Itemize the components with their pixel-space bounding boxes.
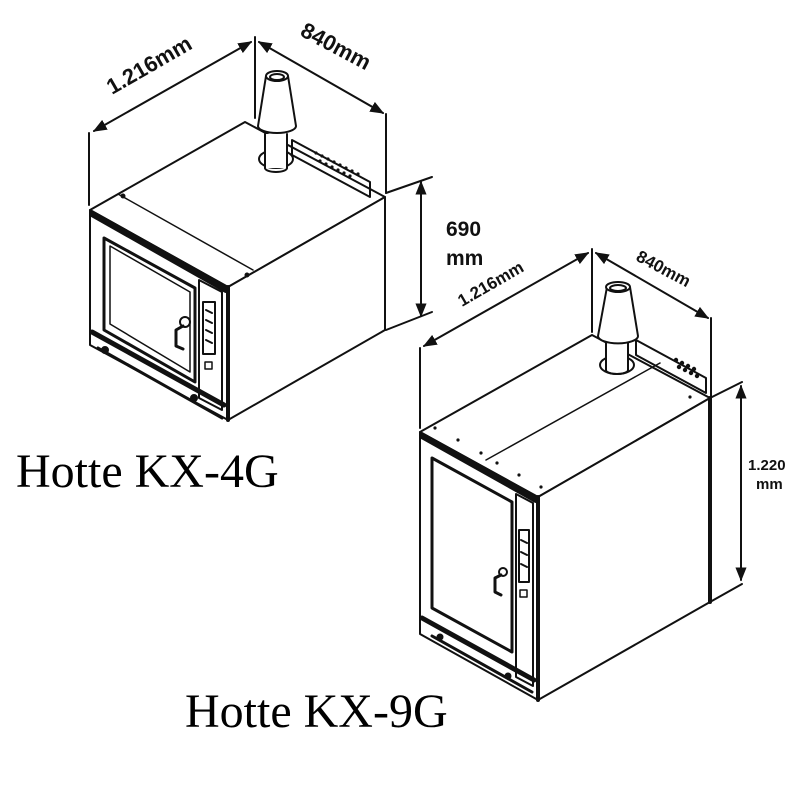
kx-9g-height-unit: mm [756,476,783,493]
kx-9g-vent-strip [635,339,707,394]
kx-4g-vent-strip [291,139,371,198]
kx-4g-dimension-lines [88,36,433,331]
kx-4g-caption: Hotte KX-4G [16,445,279,498]
kx-9g-door-handle [498,567,508,577]
kx-9g-door [430,456,514,654]
kx-4g-door-handle [179,316,191,328]
kx-4g-door [102,236,197,384]
unit-kx-9g-drawing [419,281,712,702]
kx-4g-height-unit: mm [446,247,483,270]
kx-9g-caption: Hotte KX-9G [185,685,448,738]
kx-9g-depth-label: 840mm [633,247,694,291]
kx-9g-dimension-lines [419,248,747,603]
kx-4g-width-label: 1.216mm [102,31,196,100]
kx-9g-control-panel [515,493,534,687]
kx-9g-height-value: 1.220 [748,457,786,474]
kx-4g-depth-label: 840mm [297,17,376,75]
unit-kx-4g-drawing [89,70,386,422]
kx-9g-chimney-cone [597,286,639,345]
kx-4g-control-panel [198,279,223,411]
kx-4g-height-value: 690 [446,218,481,241]
kx-4g-chimney-cone [257,75,297,134]
